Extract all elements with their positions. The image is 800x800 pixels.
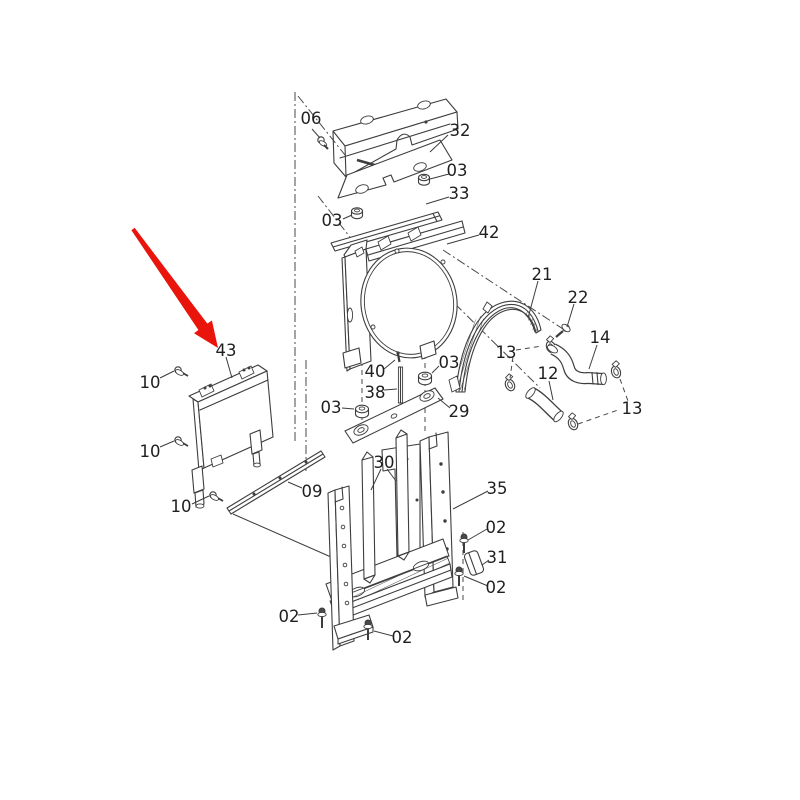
part-42-radiator xyxy=(341,220,466,372)
part-label-13-right: 13 xyxy=(622,399,643,418)
part-label-02-a: 02 xyxy=(486,518,507,537)
part-label-35: 35 xyxy=(487,479,508,498)
part-label-22: 22 xyxy=(568,288,589,307)
part-40-pin xyxy=(396,351,401,363)
part-label-02-d: 02 xyxy=(392,628,413,647)
part-12-lower-hose xyxy=(525,387,564,423)
part-33-support-bar xyxy=(330,211,443,252)
part-14-upper-hose xyxy=(547,343,607,386)
part-label-10-middle: 10 xyxy=(140,442,161,461)
part-29-mounting-plate xyxy=(344,387,444,444)
part-31-spacer-block xyxy=(463,550,485,576)
bolt-02-bottom-middle xyxy=(363,619,373,640)
part-label-02-b: 02 xyxy=(486,578,507,597)
part-38-rod xyxy=(397,366,404,404)
part-label-13-left: 13 xyxy=(496,343,517,362)
bolt-22 xyxy=(555,323,571,338)
bolt-06 xyxy=(317,136,329,150)
part-label-10-bottom: 10 xyxy=(171,497,192,516)
part-label-06: 06 xyxy=(301,109,322,128)
top-mounting-bracket xyxy=(332,98,459,178)
nut-03-upper xyxy=(417,173,431,186)
part-label-09: 09 xyxy=(302,482,323,501)
part-label-02-c: 02 xyxy=(279,607,300,626)
part-label-31: 31 xyxy=(487,548,508,567)
bolt-02-right-bottom xyxy=(454,566,464,586)
part-label-33: 33 xyxy=(449,184,470,203)
bolt-10-top xyxy=(174,366,189,377)
bolt-02-bottom-left xyxy=(317,607,327,628)
part-21-fan-guard-arc xyxy=(448,300,542,393)
hose-clamp-13-right xyxy=(610,360,622,379)
part-labels: 06 32 03 33 03 42 21 22 14 13 12 13 03 4… xyxy=(140,109,643,647)
part-label-29: 29 xyxy=(449,402,470,421)
highlight-arrow xyxy=(131,227,218,348)
part-30-bar-right xyxy=(395,429,410,561)
mount-03-left xyxy=(354,404,370,419)
bolt-02-right-top xyxy=(459,533,469,553)
part-label-12: 12 xyxy=(538,364,559,383)
part-09-mounting-strip xyxy=(226,450,332,558)
part-label-03-d: 03 xyxy=(321,398,342,417)
hose-clamp-13-left xyxy=(504,373,516,392)
bolt-10-middle xyxy=(174,436,189,447)
bolt-10-bottom xyxy=(209,491,224,502)
part-label-21: 21 xyxy=(532,265,553,284)
leader-lines xyxy=(159,128,629,637)
part-30-bar-left xyxy=(361,451,376,584)
part-label-14: 14 xyxy=(590,328,611,347)
part-label-32: 32 xyxy=(450,121,471,140)
hose-clamp-13-bottom xyxy=(567,412,579,431)
part-label-03-a: 03 xyxy=(447,161,468,180)
nut-03-left xyxy=(350,207,364,220)
part-label-30: 30 xyxy=(374,453,395,472)
mount-03-right xyxy=(417,371,433,386)
part-label-38: 38 xyxy=(365,383,386,402)
part-43-oil-cooler xyxy=(188,364,274,509)
part-label-43: 43 xyxy=(216,341,237,360)
part-label-40: 40 xyxy=(365,362,386,381)
part-label-03-c: 03 xyxy=(439,353,460,372)
part-label-03-b: 03 xyxy=(322,211,343,230)
part-label-42: 42 xyxy=(479,223,500,242)
part-label-10-top: 10 xyxy=(140,373,161,392)
part-32-bracket-plate xyxy=(337,139,453,199)
